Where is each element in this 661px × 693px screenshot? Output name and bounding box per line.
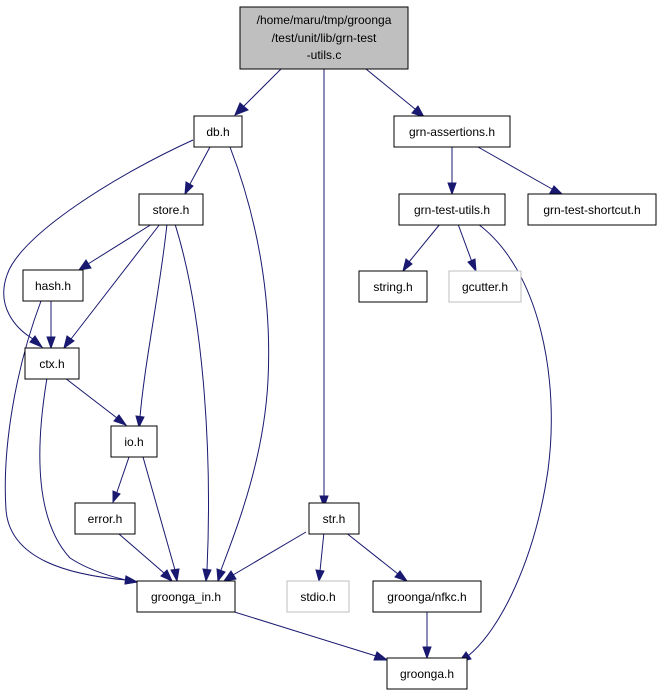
edge-grn-assertions-to-grn-test-shortcut <box>477 146 564 195</box>
node-groonga-in-h[interactable]: groonga_in.h <box>136 580 236 613</box>
node-label-gcutter-h: gcutter.h <box>462 280 508 294</box>
edge-grn-test-utils-to-gcutter <box>457 223 477 273</box>
node-groonga-h[interactable]: groonga.h <box>386 657 468 690</box>
node-label-store-h: store.h <box>153 203 190 217</box>
node-string-h[interactable]: string.h <box>358 270 428 303</box>
node-str-h[interactable]: str.h <box>308 502 360 535</box>
node-stdio-h[interactable]: stdio.h <box>286 580 350 613</box>
edge-error-to-groonga-in <box>118 533 174 583</box>
edge-root-to-grn-assertions <box>365 68 426 118</box>
edge-grn-assertions-to-grn-test-utils <box>447 147 457 196</box>
node-store-h[interactable]: store.h <box>138 193 204 226</box>
edge-db-to-store <box>184 146 211 196</box>
node-root-file[interactable]: /home/maru/tmp/groonga /test/unit/lib/gr… <box>239 6 409 70</box>
node-grn-assertions-h[interactable]: grn-assertions.h <box>393 115 511 148</box>
edge-store-to-groonga-in <box>174 223 212 583</box>
node-label-error-h: error.h <box>88 512 123 526</box>
edge-grn-test-utils-to-string <box>402 223 441 273</box>
nodes: /home/maru/tmp/groonga /test/unit/lib/gr… <box>22 6 657 690</box>
root-label-line-2: /test/unit/lib/grn-test <box>272 31 377 45</box>
node-io-h[interactable]: io.h <box>110 425 158 458</box>
root-label-line-1: /home/maru/tmp/groonga <box>257 13 392 27</box>
edge-root-to-db <box>234 68 282 116</box>
edge-hash-to-ctx <box>46 301 56 350</box>
edge-store-to-hash <box>77 223 153 271</box>
edge-str-to-nfkc <box>344 531 409 582</box>
edge-ctx-to-io <box>64 377 128 426</box>
edge-io-to-error <box>112 456 130 504</box>
node-grn-test-utils-h[interactable]: grn-test-utils.h <box>398 193 506 226</box>
node-label-hash-h: hash.h <box>35 279 71 293</box>
edge-nfkc-to-groonga <box>422 610 432 660</box>
node-label-groonga-nfkc-h: groonga/nfkc.h <box>387 590 466 604</box>
node-label-grn-test-utils-h: grn-test-utils.h <box>414 203 490 217</box>
node-gcutter-h[interactable]: gcutter.h <box>448 270 522 303</box>
edges <box>3 68 564 663</box>
node-label-groonga-h: groonga.h <box>400 667 454 681</box>
node-groonga-nfkc-h[interactable]: groonga/nfkc.h <box>372 580 482 613</box>
edge-root-to-str <box>319 69 329 509</box>
edge-str-to-stdio <box>315 531 325 583</box>
node-label-string-h: string.h <box>373 280 412 294</box>
node-error-h[interactable]: error.h <box>74 502 136 535</box>
node-label-str-h: str.h <box>323 512 346 526</box>
node-label-io-h: io.h <box>124 435 143 449</box>
edge-store-to-io <box>135 223 168 429</box>
node-label-stdio-h: stdio.h <box>300 590 335 604</box>
edge-ctx-to-groonga-in <box>39 377 139 585</box>
node-hash-h[interactable]: hash.h <box>22 269 84 302</box>
node-label-grn-test-shortcut-h: grn-test-shortcut.h <box>543 203 640 217</box>
edge-io-to-groonga-in <box>142 456 180 583</box>
node-grn-test-shortcut-h[interactable]: grn-test-shortcut.h <box>527 193 657 226</box>
edge-str-to-groonga-in <box>222 531 307 582</box>
root-label-line-3: -utils.c <box>307 48 342 62</box>
edge-groonga-in-to-groonga <box>227 609 389 661</box>
node-label-grn-assertions-h: grn-assertions.h <box>409 125 495 139</box>
edge-db-to-ctx <box>3 139 194 349</box>
node-label-ctx-h: ctx.h <box>39 357 64 371</box>
node-label-db-h: db.h <box>206 125 229 139</box>
edge-db-to-groonga-in <box>216 146 270 583</box>
node-db-h[interactable]: db.h <box>193 115 243 148</box>
edge-store-to-ctx <box>63 223 161 350</box>
node-ctx-h[interactable]: ctx.h <box>24 347 80 380</box>
node-label-groonga-in-h: groonga_in.h <box>151 590 221 604</box>
